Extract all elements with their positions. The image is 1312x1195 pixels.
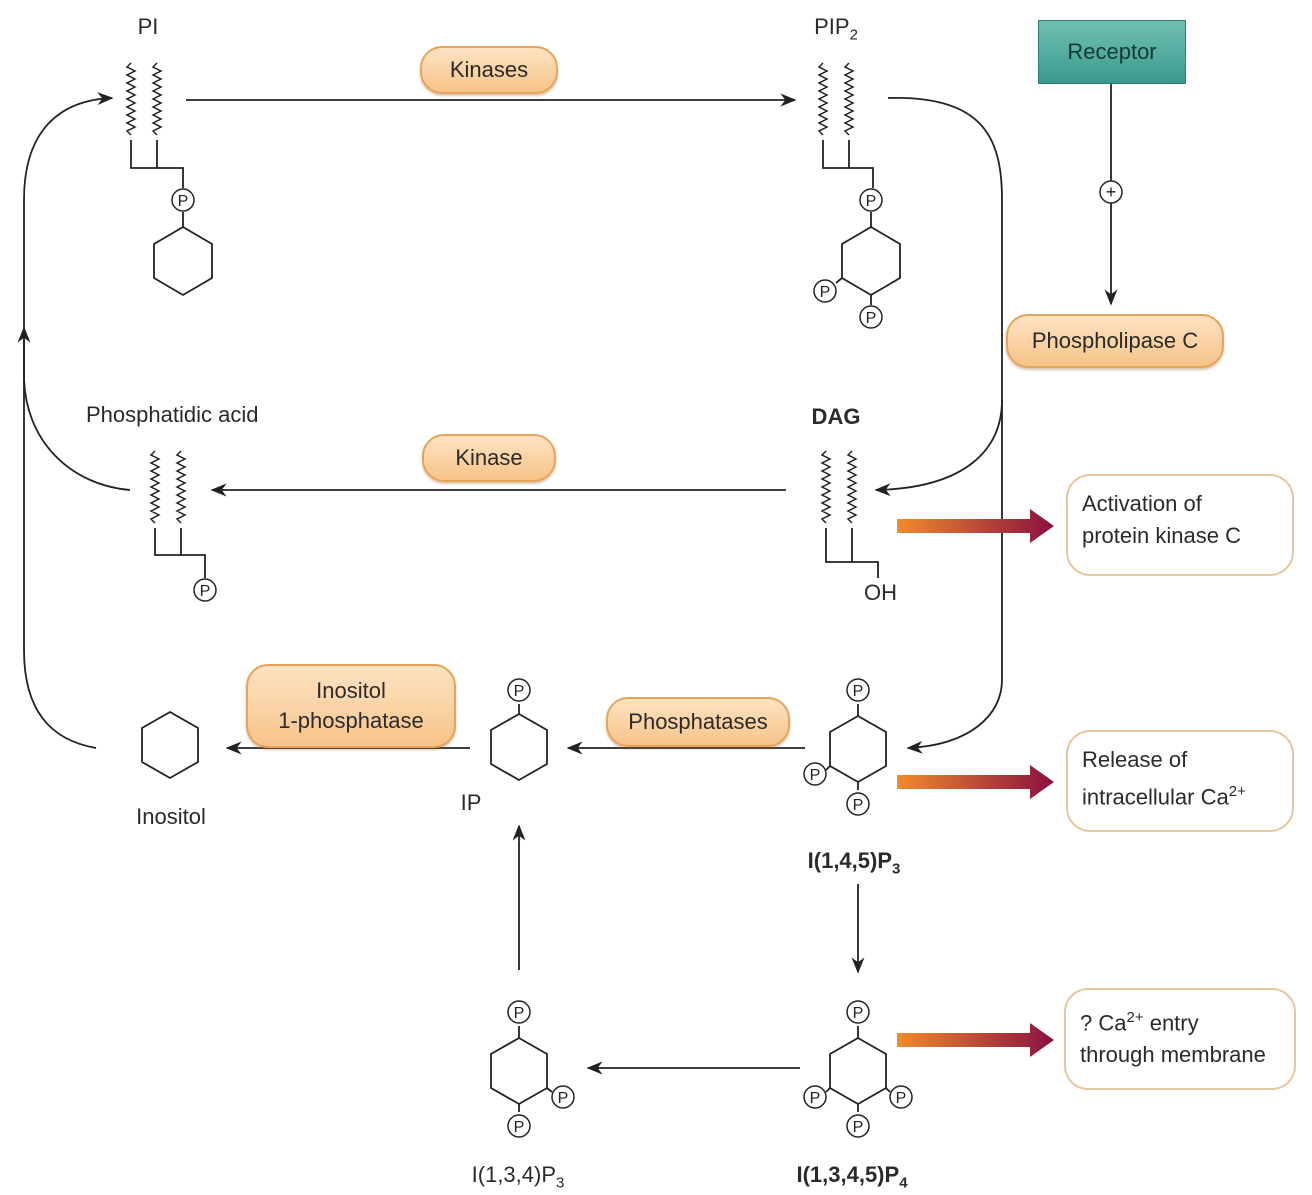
phosphate-label: P — [200, 583, 211, 600]
phosphate-label: P — [514, 1119, 525, 1136]
phosphate-label: P — [514, 683, 525, 700]
effect-arrows — [897, 509, 1054, 1057]
pkc-activation-box: Activation of protein kinase C — [1066, 474, 1294, 576]
receptor-box: Receptor — [1038, 20, 1186, 84]
effect-arrow-ca-release — [897, 765, 1054, 799]
ip-structure — [490, 704, 548, 782]
ip3-label: I(1,4,5)P3 — [807, 848, 901, 878]
inositol-ring — [141, 710, 199, 780]
kinase-pill: Kinase — [422, 434, 556, 482]
kinases-pill: Kinases — [420, 46, 558, 94]
phosphate-label: P — [896, 1090, 907, 1107]
phosphatidic-acid-label: Phosphatidic acid — [86, 402, 259, 427]
phosphate-label: P — [866, 193, 877, 210]
dag-structure — [820, 449, 879, 578]
phosphate-label: P — [866, 310, 877, 327]
phosphatases-pill: Phosphatases — [606, 697, 790, 747]
effect-arrow-ca-entry — [897, 1023, 1054, 1057]
phosphate-label: P — [178, 193, 189, 210]
phosphate-label: P — [810, 1090, 821, 1107]
phospholipase-c-pill: Phospholipase C — [1006, 314, 1224, 368]
phosphate-label: P — [514, 1005, 525, 1022]
pip2-label: PIP2 — [814, 14, 858, 44]
phosphate-circles — [171, 188, 913, 1138]
inositol-phosphatase-pill: Inositol 1-phosphatase — [246, 664, 456, 748]
phosphate-label: P — [810, 767, 821, 784]
phosphate-label: P — [558, 1090, 569, 1107]
phosphate-label: P — [820, 284, 831, 301]
ca-release-box: Release of intracellular Ca2+ — [1066, 730, 1294, 832]
ip4-structure — [825, 1026, 891, 1112]
phosphatidic-acid-structure — [149, 449, 206, 578]
arrow-pip2-to-dag — [874, 97, 1003, 497]
dag-label: DAG — [811, 404, 861, 429]
arrow-pa-to-pi — [23, 92, 131, 491]
ip-label: IP — [460, 790, 482, 815]
arrow-inositol-to-pi — [17, 326, 97, 749]
pi-label: PI — [137, 14, 159, 39]
phosphate-label: P — [853, 1119, 864, 1136]
i134p3-structure — [490, 1026, 553, 1112]
oh-label: OH — [864, 580, 897, 605]
ip3-structure — [825, 704, 887, 790]
i134p3-label: I(1,3,4)P3 — [471, 1162, 565, 1192]
stimulation-plus: + — [1106, 182, 1117, 202]
phosphate-label: P — [853, 1005, 864, 1022]
phosphate-label: P — [853, 797, 864, 814]
arrow-dag-to-ip3 — [906, 400, 1003, 754]
stimulation-circle — [1099, 180, 1123, 204]
ca-entry-box: ? Ca2+ entry through membrane — [1064, 988, 1296, 1090]
pi-structure — [125, 61, 213, 297]
phosphate-label: P — [853, 683, 864, 700]
ip4-label: I(1,3,4,5)P4 — [796, 1162, 908, 1192]
inositol-label: Inositol — [136, 804, 206, 829]
effect-arrow-pkc — [897, 509, 1054, 543]
pip2-structure — [817, 61, 901, 305]
